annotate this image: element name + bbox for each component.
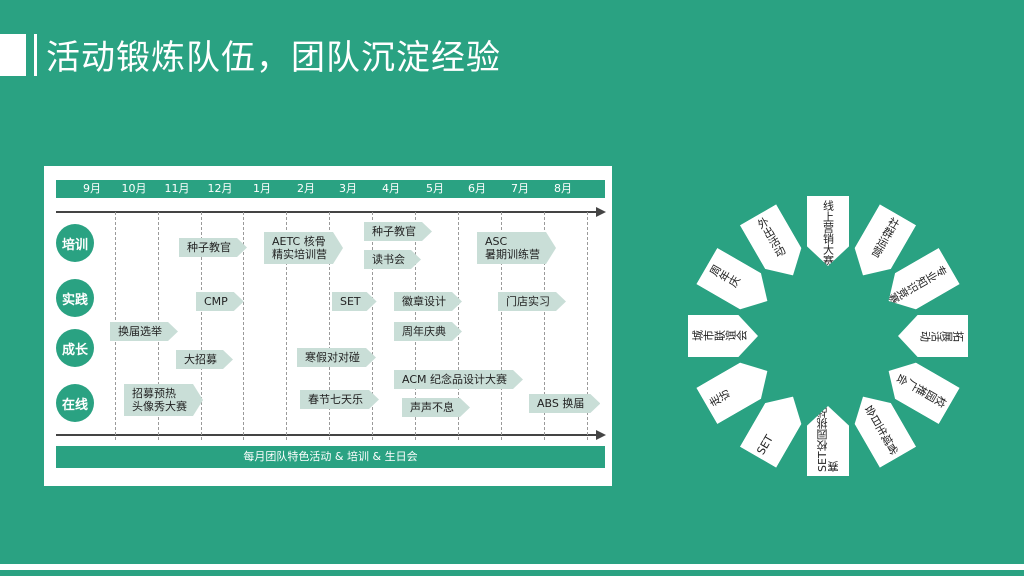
month-label: 12月 (207, 182, 233, 195)
activity-tag: 招募预热头像秀大赛 (124, 384, 203, 416)
month-divider (243, 212, 244, 440)
activity-tag: 徽章设计 (394, 292, 462, 311)
activity-tag: 声声不息 (402, 398, 470, 417)
month-label: 9月 (83, 182, 101, 195)
month-label: 3月 (339, 182, 357, 195)
activity-tag: 寒假对对碰 (297, 348, 376, 367)
month-divider (372, 212, 373, 440)
activity-tag: 周年庆典 (394, 322, 462, 341)
timeline-footer-bar: 每月团队特色活动 & 培训 & 生日会 (56, 446, 605, 468)
activity-tag: ABS 换届 (529, 394, 600, 413)
row-label-growth: 成长 (56, 329, 94, 367)
activity-tag: 换届选举 (110, 322, 178, 341)
activity-tag: 门店实习 (498, 292, 566, 311)
month-label: 4月 (382, 182, 400, 195)
row-label-practice: 实践 (56, 279, 94, 317)
month-label: 5月 (426, 182, 444, 195)
arrow-head-icon (596, 430, 606, 440)
activity-tag: 种子教官 (179, 238, 247, 257)
timeline-arrow-bottom (56, 434, 601, 436)
activity-tag: ACM 纪念品设计大赛 (394, 370, 523, 389)
month-label: 8月 (554, 182, 572, 195)
timeline-panel: 9月 10月 11月 12月 1月 2月 3月 4月 5月 6月 7月 8月 培… (44, 166, 612, 486)
activity-tag: 读书会 (364, 250, 421, 269)
month-divider (544, 212, 545, 440)
activity-tag: 大招募 (176, 350, 233, 369)
month-header-bar: 9月 10月 11月 12月 1月 2月 3月 4月 5月 6月 7月 8月 (56, 180, 605, 198)
activity-tag: 春节七天乐 (300, 390, 379, 409)
month-divider (201, 212, 202, 440)
month-label: 10月 (121, 182, 147, 195)
title-accent-line (34, 34, 37, 76)
activity-tag: CMP (196, 292, 244, 311)
page-title: 活动锻炼队伍，团队沉淀经验 (46, 38, 501, 78)
bottom-divider (0, 564, 1024, 570)
row-label-training: 培训 (56, 224, 94, 262)
activity-tag: 种子教官 (364, 222, 432, 241)
month-divider (329, 212, 330, 440)
row-label-online: 在线 (56, 384, 94, 422)
month-divider (501, 212, 502, 440)
activity-tag: SET (332, 292, 377, 311)
month-divider (587, 212, 588, 440)
month-label: 6月 (468, 182, 486, 195)
month-divider (458, 212, 459, 440)
month-label: 11月 (164, 182, 190, 195)
activity-tag: AETC 核骨精实培训营 (264, 232, 343, 264)
month-label: 1月 (253, 182, 271, 195)
month-label: 7月 (511, 182, 529, 195)
month-divider (286, 212, 287, 440)
month-label: 2月 (297, 182, 315, 195)
timeline-arrow-top (56, 211, 601, 213)
arrow-head-icon (596, 207, 606, 217)
activity-ring: 城市联谊会 周年庆 外出活动 线上营销大赛 社群运营 专业知识竞赛 拓展活动 校… (688, 196, 968, 476)
title-accent-block (0, 34, 26, 76)
